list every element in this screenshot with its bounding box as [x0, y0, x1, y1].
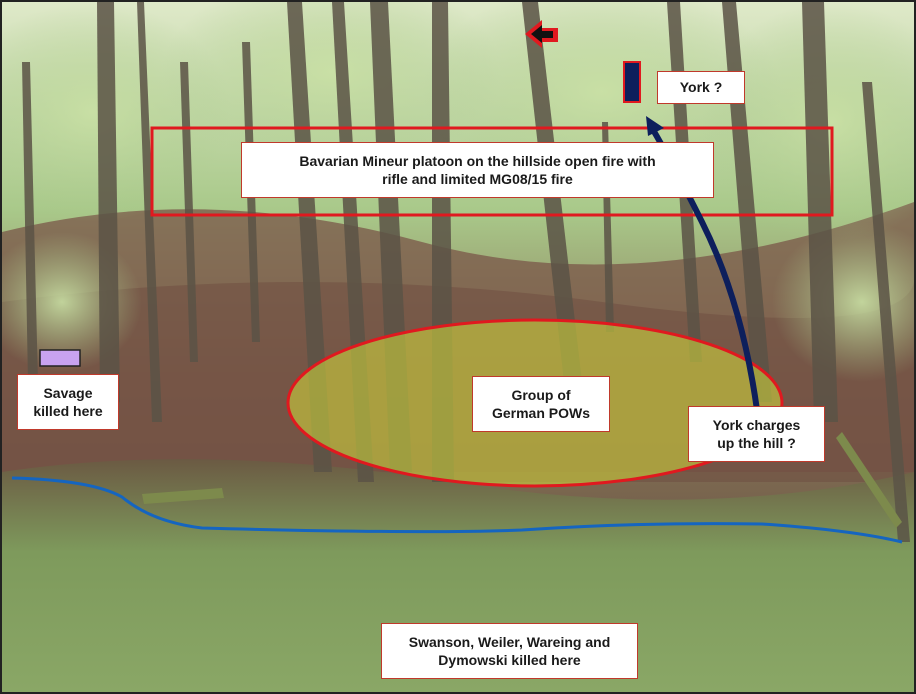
- york-marker-icon: [623, 61, 641, 103]
- bavarian-position-frame: [150, 126, 834, 217]
- savage-killed-label: Savage killed here: [17, 374, 119, 430]
- york-path-arrowhead: [646, 116, 664, 136]
- swanson-killed-label: Swanson, Weiler, Wareing and Dymowski ki…: [381, 623, 638, 679]
- stream-line: [11, 476, 903, 544]
- york-label: York ?: [657, 71, 745, 104]
- savage-marker-icon: [39, 349, 81, 367]
- york-charges-label: York charges up the hill ?: [688, 406, 825, 462]
- german-pows-label: Group of German POWs: [472, 376, 610, 432]
- fallen-logs: [142, 432, 902, 528]
- left-pointing-arrow-icon: [525, 20, 558, 48]
- bavarian-platoon-label: Bavarian Mineur platoon on the hillside …: [241, 142, 714, 198]
